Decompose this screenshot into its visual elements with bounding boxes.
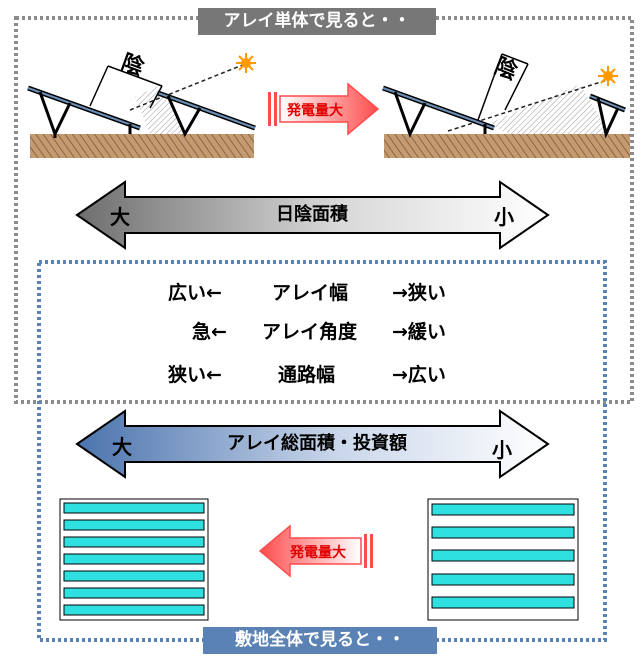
shade-label-right: 陰 xyxy=(491,53,522,86)
sparse-array-layout xyxy=(427,498,579,621)
sun-icon xyxy=(598,66,618,86)
array-row xyxy=(63,604,205,616)
generation-label-bottom: 発電量大 xyxy=(289,544,346,561)
row-left: 狭い← xyxy=(168,364,222,386)
dense-array-layout xyxy=(59,498,209,621)
param-row-width: 広い← アレイ幅 →狭い xyxy=(0,278,641,304)
param-row-aisle: 狭い← 通路幅 →広い xyxy=(0,360,641,386)
single-array-title: アレイ単体で見ると・・ xyxy=(198,8,436,35)
shade-area-arrow xyxy=(75,180,550,250)
shade-area-label: 日陰面積 xyxy=(276,203,349,225)
array-row xyxy=(431,549,575,562)
investment-right: 小 xyxy=(492,438,512,462)
shade-area-right: 小 xyxy=(494,205,514,229)
generation-label-top: 発電量大 xyxy=(286,102,343,119)
left-array-scene xyxy=(27,53,256,158)
shade-area-left: 大 xyxy=(110,205,130,229)
row-center: アレイ幅 xyxy=(272,282,349,304)
row-right: →広い xyxy=(392,364,446,386)
row-right: →狭い xyxy=(392,282,446,304)
right-array-scene xyxy=(382,53,630,158)
row-right: →緩い xyxy=(392,321,446,343)
row-left: 広い← xyxy=(168,282,222,304)
shade-label-left: 陰 xyxy=(118,49,149,81)
generation-arrow-left xyxy=(258,524,373,578)
shadow-area xyxy=(488,84,610,134)
param-row-angle: 急← アレイ角度 →緩い xyxy=(0,317,641,343)
generation-arrow-right xyxy=(268,82,380,136)
array-row xyxy=(431,596,575,609)
ground-strip xyxy=(30,134,254,158)
array-row xyxy=(63,536,205,548)
ground-strip xyxy=(384,134,630,158)
shadow-area xyxy=(135,86,188,134)
site-title: 敷地全体で見ると・・ xyxy=(203,627,437,654)
array-row xyxy=(431,526,575,539)
row-left: 急← xyxy=(192,321,227,343)
investment-arrow xyxy=(75,409,550,479)
array-row xyxy=(63,502,205,514)
array-row xyxy=(63,519,205,531)
array-row xyxy=(63,553,205,565)
sun-icon xyxy=(236,53,256,73)
row-center: アレイ角度 xyxy=(262,321,358,343)
array-row xyxy=(431,503,575,516)
array-row xyxy=(63,587,205,599)
array-row xyxy=(63,570,205,582)
row-center: 通路幅 xyxy=(278,364,336,386)
array-row xyxy=(431,573,575,586)
investment-label: アレイ総面積・投資額 xyxy=(227,432,407,454)
investment-left: 大 xyxy=(112,435,132,459)
